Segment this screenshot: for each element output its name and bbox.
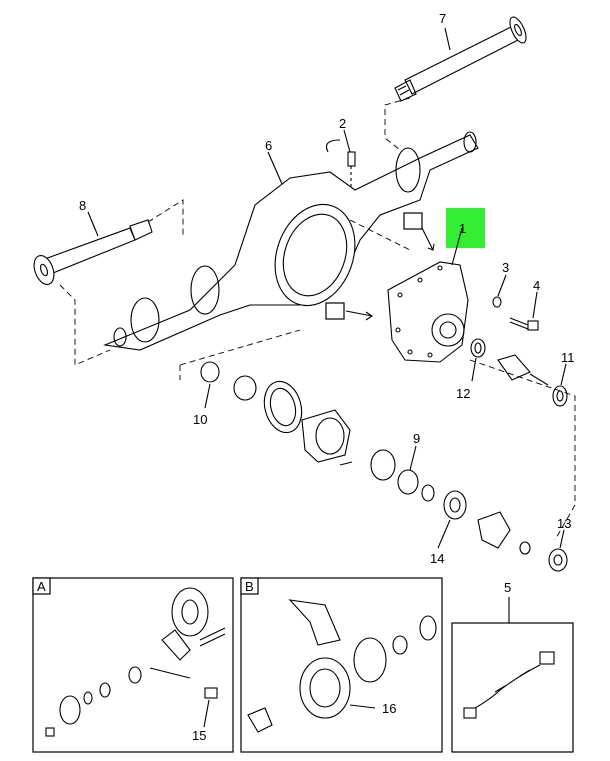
callout-14: 14 bbox=[430, 551, 444, 566]
callout-11: 11 bbox=[561, 350, 575, 365]
axle-shaft-7 bbox=[394, 16, 527, 102]
inset-view-b: B bbox=[240, 577, 443, 753]
callout-1: 1 bbox=[459, 221, 466, 236]
leader-1 bbox=[451, 227, 463, 266]
leader-13 bbox=[559, 529, 565, 549]
callout-3: 3 bbox=[502, 260, 509, 275]
bolt-4 bbox=[509, 317, 539, 331]
callout-7: 7 bbox=[439, 11, 446, 26]
view-label-b-arrow bbox=[421, 227, 435, 251]
view-label-b-box bbox=[403, 212, 423, 230]
inset-a-label: A bbox=[37, 579, 46, 594]
leader-7-dash bbox=[384, 97, 411, 151]
view-label-a-box bbox=[325, 302, 345, 320]
callout-16: 16 bbox=[382, 701, 396, 716]
diff-group-dash bbox=[179, 329, 576, 541]
seal-12 bbox=[470, 338, 486, 358]
axle-shaft-8 bbox=[33, 219, 153, 285]
inset-view-a: A bbox=[32, 577, 234, 753]
callout-12: 12 bbox=[456, 386, 470, 401]
inset-harness-5 bbox=[451, 597, 574, 753]
callout-6: 6 bbox=[265, 138, 272, 153]
callout-4: 4 bbox=[533, 278, 540, 293]
leader-3 bbox=[497, 274, 507, 297]
callout-1-highlight bbox=[446, 208, 485, 248]
leader-8-dash-lower bbox=[59, 284, 111, 366]
callout-2: 2 bbox=[339, 116, 346, 131]
leader-2 bbox=[343, 129, 351, 153]
view-label-a-arrow bbox=[345, 310, 373, 321]
washer-3 bbox=[492, 296, 502, 308]
leader-11 bbox=[560, 363, 567, 386]
leader-14 bbox=[437, 519, 451, 549]
leader-8-dash-upper bbox=[147, 199, 184, 237]
leader-15 bbox=[203, 699, 210, 728]
carrier-assembly-1 bbox=[387, 261, 469, 363]
callout-15: 15 bbox=[192, 728, 206, 743]
callout-5: 5 bbox=[504, 580, 511, 595]
leader-8 bbox=[87, 211, 99, 237]
callout-8: 8 bbox=[79, 198, 86, 213]
carrier-dash bbox=[349, 219, 411, 251]
pinion-gear bbox=[497, 354, 531, 381]
washer-11 bbox=[552, 385, 568, 407]
leader-9 bbox=[409, 445, 417, 471]
callout-13: 13 bbox=[557, 516, 571, 531]
callout-9: 9 bbox=[413, 431, 420, 446]
axle-housing-6 bbox=[102, 131, 479, 351]
callout-10: 10 bbox=[193, 412, 207, 427]
leader-7 bbox=[444, 27, 451, 51]
leader-4 bbox=[532, 291, 538, 319]
inset-b-label: B bbox=[245, 579, 254, 594]
leader-10 bbox=[204, 383, 211, 409]
leader-6 bbox=[267, 151, 283, 185]
differential-parts bbox=[200, 361, 568, 572]
breather-2 bbox=[325, 139, 356, 190]
